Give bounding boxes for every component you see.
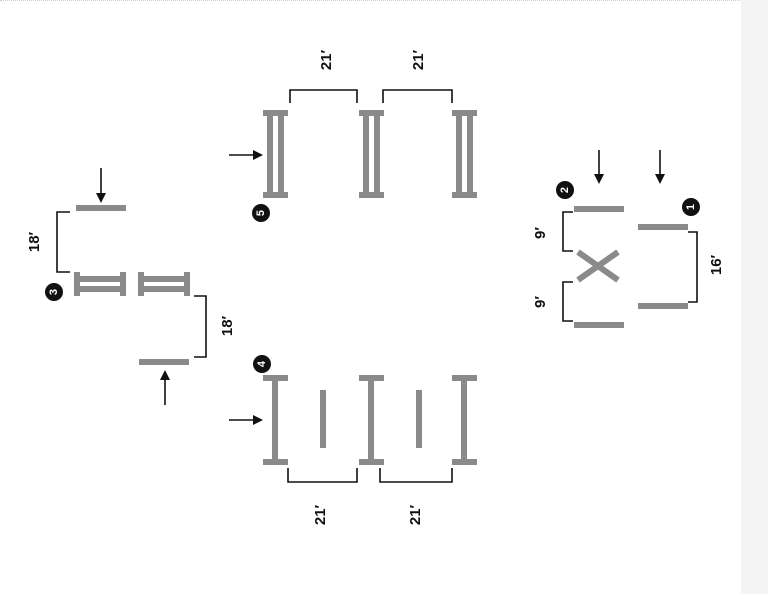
dimension-bracket-top	[56, 211, 70, 273]
badge-1: 1	[682, 198, 700, 216]
single-pole-bottom	[574, 322, 624, 328]
badge-number: 5	[255, 210, 267, 216]
badge-number: 3	[48, 289, 60, 295]
double-pole-right	[138, 272, 190, 296]
right-margin-strip	[741, 0, 768, 594]
single-pole-top	[574, 206, 624, 212]
dimension-label-left: 21′	[318, 49, 335, 70]
crossed-poles	[576, 249, 620, 283]
badge-3: 3	[45, 283, 63, 301]
dimension-label-right: 21′	[410, 49, 427, 70]
dimension-bracket	[688, 231, 698, 303]
double-pole-left	[74, 272, 126, 296]
diagram-5: 21′ 21′ 5	[229, 49, 477, 222]
single-pole-top	[638, 224, 688, 230]
dimension-label-bottom: 9′	[532, 296, 549, 308]
dimension-bracket-left	[287, 468, 358, 483]
i-pole-2	[359, 375, 384, 465]
dimension-label: 16′	[708, 254, 725, 275]
dimension-label-right: 21′	[407, 504, 424, 525]
top-border	[0, 0, 740, 1]
dimension-bracket-right	[379, 468, 453, 483]
badge-5: 5	[252, 204, 270, 222]
dimension-bracket-left	[289, 89, 358, 103]
dimension-label-top: 9′	[532, 227, 549, 239]
dimension-bracket-right	[382, 89, 453, 103]
ground-pole-2	[416, 390, 422, 448]
dimension-label-top: 18′	[26, 231, 43, 252]
diagram-2: 9′ 9′ 2	[532, 150, 624, 328]
i-pole-1	[263, 375, 288, 465]
badge-number: 4	[256, 360, 268, 367]
dimension-label-left: 21′	[312, 504, 329, 525]
badge-4: 4	[253, 355, 271, 373]
double-pole-2	[359, 110, 384, 198]
badge-2: 2	[556, 181, 574, 199]
diagram-4: 21′ 21′ 4	[229, 355, 477, 525]
dimension-bracket-bottom	[194, 295, 207, 358]
single-pole-top	[76, 205, 126, 211]
badge-number: 2	[559, 187, 571, 193]
double-pole-3	[452, 110, 477, 198]
single-pole-bottom	[139, 359, 189, 365]
single-pole-bottom	[638, 303, 688, 309]
dimension-label-bottom: 18′	[219, 315, 236, 336]
i-pole-3	[452, 375, 477, 465]
diagram-3: 18′ 18′ 3	[26, 168, 236, 405]
dimension-bracket-bottom	[562, 281, 573, 322]
diagram-1: 16′ 1	[638, 150, 725, 309]
ground-pole-1	[320, 390, 326, 448]
dimension-bracket-top	[562, 211, 573, 252]
badge-number: 1	[685, 204, 697, 210]
double-pole-1	[263, 110, 288, 198]
